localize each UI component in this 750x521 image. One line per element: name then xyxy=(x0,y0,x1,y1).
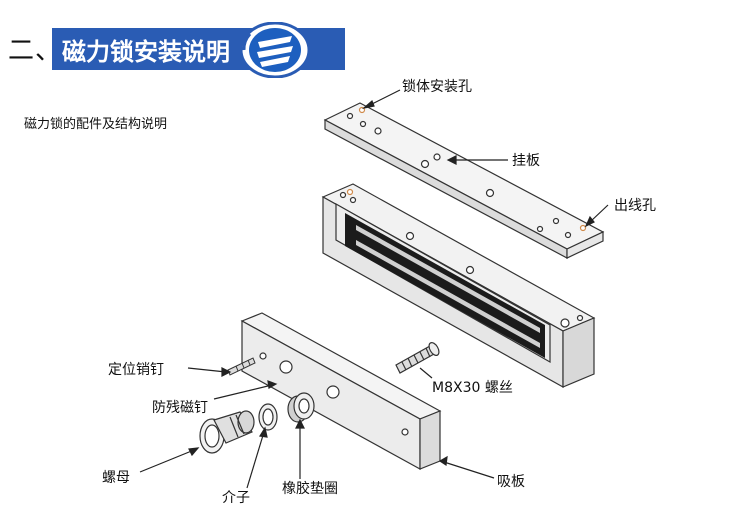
washer xyxy=(258,403,278,431)
label-armature: 吸板 xyxy=(497,474,525,490)
label-mount-plate: 挂板 xyxy=(512,153,540,169)
label-washer: 介子 xyxy=(222,490,250,506)
leader-lines xyxy=(139,89,609,489)
nut xyxy=(199,410,255,454)
page-title: 磁力锁安装说明 xyxy=(62,38,230,66)
screw xyxy=(395,342,440,374)
label-anti-residual: 防残磁钉 xyxy=(152,400,208,416)
armature-plate xyxy=(240,312,442,471)
company-logo-icon xyxy=(240,22,310,78)
label-cable-hole: 出线孔 xyxy=(614,198,656,214)
mount-plate xyxy=(323,102,605,259)
label-rubber-washer: 橡胶垫圈 xyxy=(282,480,338,497)
label-screw: M8X30 螺丝 xyxy=(432,380,513,396)
label-pin: 定位销钉 xyxy=(108,362,164,378)
diagram-subtitle: 磁力锁的配件及结构说明 xyxy=(24,117,168,132)
header: 二、 磁力锁安装说明 xyxy=(0,0,750,90)
lock-body xyxy=(321,183,596,389)
rubber-washer xyxy=(287,392,315,423)
locating-pin xyxy=(227,357,256,376)
label-nut: 螺母 xyxy=(102,470,130,486)
label-mount-hole: 锁体安装孔 xyxy=(402,79,472,95)
